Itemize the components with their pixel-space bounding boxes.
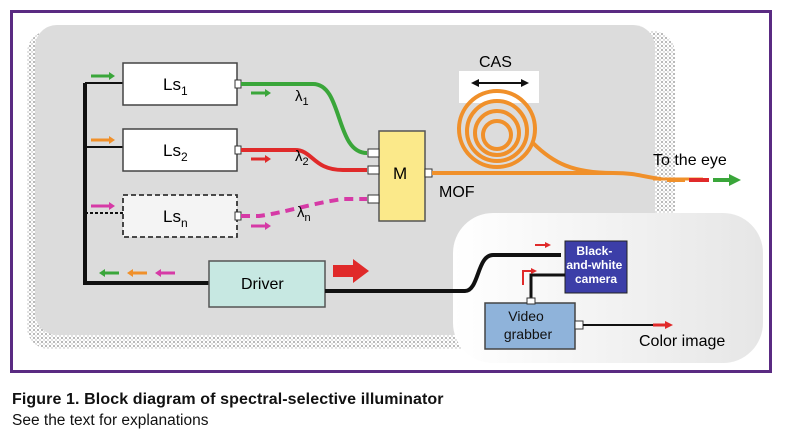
cas-arrow-left [471, 79, 479, 87]
camera-to-grabber-line [529, 273, 565, 303]
grabber-port-out [574, 320, 584, 330]
source-box-1 [122, 62, 238, 106]
fiber-label: MOF [439, 184, 475, 201]
driver-signal-arrow [333, 259, 369, 283]
fiber-red [241, 148, 367, 172]
pink-arrow-head [109, 202, 115, 210]
grabber-trigger-arrow-head [531, 268, 537, 274]
mixer-port-out [424, 168, 433, 178]
driver-box [208, 260, 326, 308]
camera-box [564, 240, 628, 294]
mixer-port-1 [367, 148, 380, 158]
source-label-1: Ls1 [163, 75, 188, 98]
source-port-1 [234, 79, 242, 89]
mixer-label: M [393, 164, 407, 183]
wavelength-label-n: λn [297, 204, 311, 224]
fiber-pink [241, 197, 367, 218]
wavelength-label-2: λ2 [295, 148, 309, 168]
grabber-port-top [526, 297, 536, 305]
mixer-port-n [367, 194, 380, 204]
fiber-coil-1 [457, 89, 537, 169]
source-box-n [122, 194, 238, 238]
cas-box [459, 71, 539, 103]
green-arrow-head [109, 72, 115, 80]
power-bus [83, 83, 209, 285]
grabber-label: Video grabber [504, 308, 553, 342]
fiber-coil-2 [465, 99, 529, 163]
orange-arrow-head [109, 136, 115, 144]
green-fiber-arrow-head [265, 89, 271, 97]
source-label-n: Lsn [163, 207, 188, 230]
block-diagram: Ls1 Ls2 Lsn λ1 λ2 λn [27, 25, 763, 363]
color-image-label: Color image [639, 333, 725, 350]
green-arrow-left-head [99, 269, 105, 277]
out-green-arrow-head [729, 174, 741, 186]
cas-arrow-right [521, 79, 529, 87]
pink-fiber-arrow-head [265, 222, 271, 230]
pink-arrow-left-head [155, 269, 161, 277]
mixer-box [378, 130, 426, 222]
orange-arrow-left-head [127, 269, 133, 277]
fiber-coil-3 [473, 109, 521, 157]
figure-caption-subtitle: See the text for explanations [12, 412, 209, 429]
source-port-n [234, 211, 242, 221]
fiber-coil-4 [481, 119, 513, 151]
source-label-2: Ls2 [163, 141, 188, 164]
coil-tail [531, 141, 614, 175]
camera-trigger-arrow-head [545, 242, 551, 248]
red-fiber-arrow-head [265, 155, 271, 163]
color-image-arrow-head [665, 321, 673, 329]
driver-to-camera-line [325, 253, 561, 293]
fiber-green [241, 82, 368, 155]
camera-label: Black- and-white camera [566, 244, 625, 286]
figure-caption-title: Figure 1. Block diagram of spectral-sele… [12, 391, 444, 408]
figure-frame: Ls1 Ls2 Lsn λ1 λ2 λn [10, 10, 772, 373]
grabber-trigger-arrow [522, 270, 533, 285]
mixer-port-2 [367, 165, 380, 175]
wavelength-label-1: λ1 [295, 88, 309, 108]
output-label: To the eye [653, 152, 727, 169]
source-port-2 [234, 145, 242, 155]
driver-label: Driver [241, 276, 284, 293]
cas-label: CAS [479, 54, 512, 71]
